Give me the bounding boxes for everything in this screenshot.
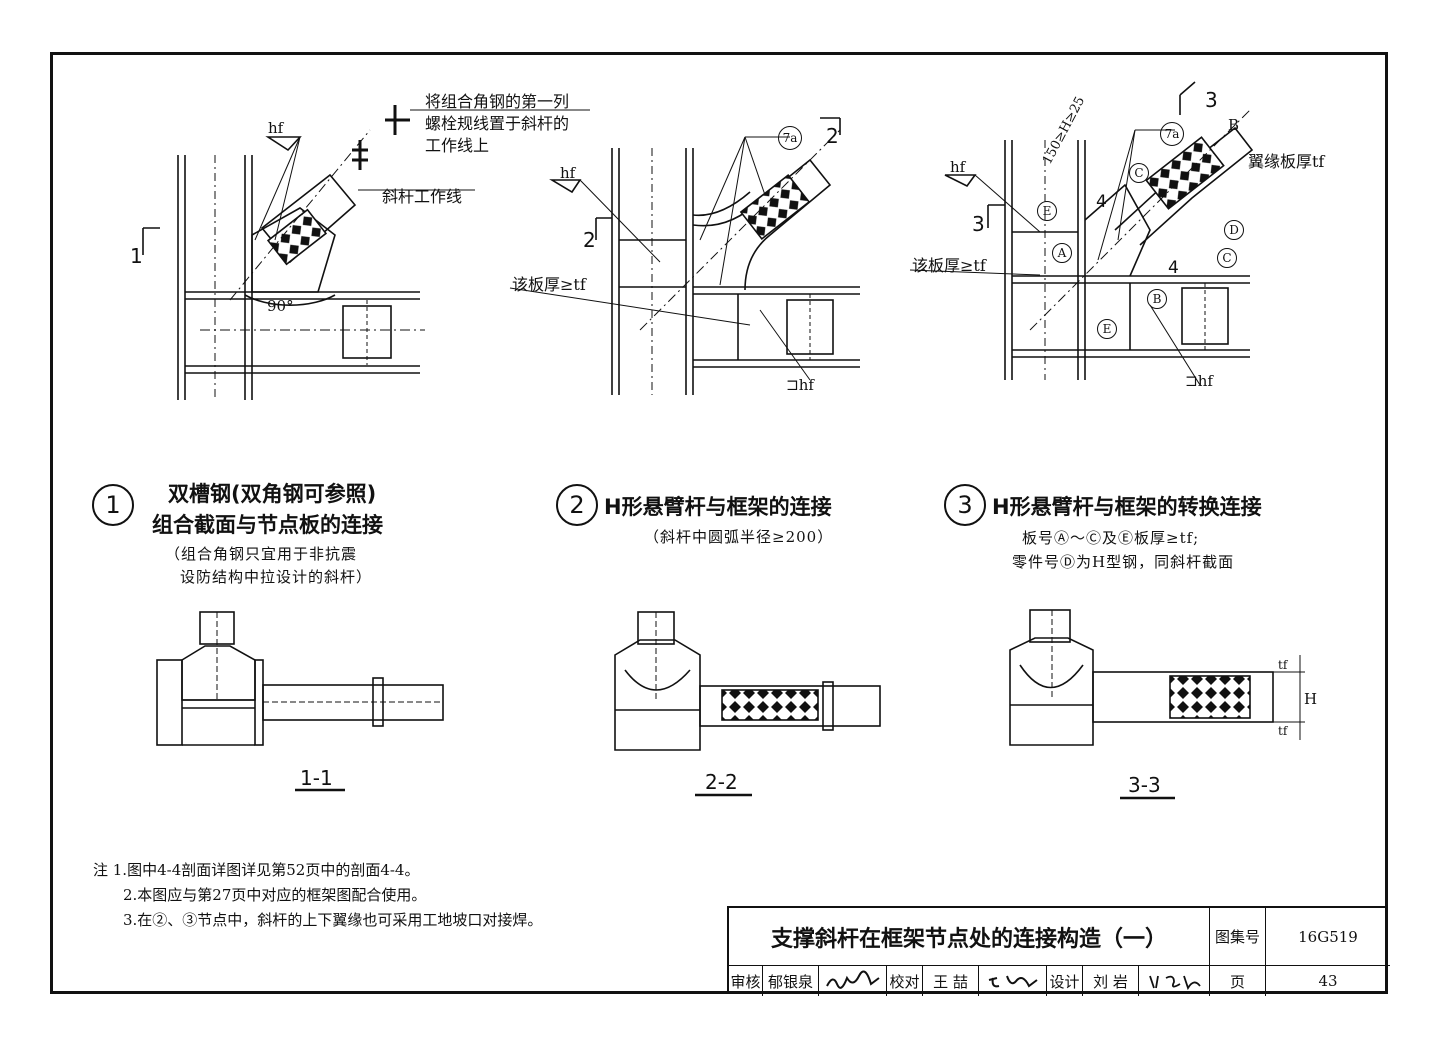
d1-workline-label: 斜杆工作线 bbox=[382, 187, 463, 206]
note-2: 2.本图应与第27页中对应的框架图配合使用。 bbox=[123, 886, 427, 904]
detail-2-title-line1: H形悬臂杆与框架的连接 bbox=[604, 495, 832, 519]
checker-name: 王 喆 bbox=[923, 966, 979, 996]
detail-3-sub-line1: 板号Ⓐ～Ⓒ及Ⓔ板厚≥tf; bbox=[1022, 529, 1200, 547]
detail-2-sub-line1: （斜杆中圆弧半径≥200） bbox=[644, 528, 834, 546]
d3-flange-label: 翼缘板厚tf bbox=[1248, 152, 1325, 171]
d3-hf-bracket: ⊐hf bbox=[1185, 372, 1213, 390]
d3-weld-7a: 7a bbox=[1160, 122, 1184, 146]
section-2-2-label: 2-2 bbox=[705, 770, 738, 794]
detail-1-number: 1 bbox=[92, 484, 134, 526]
design-label: 设计 bbox=[1047, 966, 1083, 996]
reviewer-name: 郁银泉 bbox=[763, 966, 819, 996]
check-label: 校对 bbox=[887, 966, 923, 996]
drawing-title: 支撑斜杆在框架节点处的连接构造（一） bbox=[729, 908, 1210, 966]
section-3-3-drawing bbox=[1009, 609, 1305, 800]
d3-plate-label: 该板厚≥tf bbox=[912, 256, 986, 275]
title-block: 支撑斜杆在框架节点处的连接构造（一） 图集号 16G519 审核 郁银泉 校对 … bbox=[727, 906, 1390, 996]
detail-1-sub-line2: 设防结构中拉设计的斜杆） bbox=[180, 568, 373, 586]
detail-1-title-line1: 双槽钢(双角钢可参照) bbox=[168, 482, 377, 506]
d2-section-left: 2 bbox=[583, 228, 596, 252]
detail-3-number: 3 bbox=[944, 484, 986, 526]
d3-plate-E-top: E bbox=[1037, 201, 1057, 221]
note-1: 注 1.图中4-4剖面详图详见第52页中的剖面4-4。 bbox=[93, 861, 420, 879]
designer-signature bbox=[1139, 966, 1210, 996]
detail-2-number: 2 bbox=[556, 484, 598, 526]
d3-section-4-top: 4 bbox=[1096, 192, 1107, 212]
d2-hf-bracket: ⊐hf bbox=[786, 376, 814, 394]
d2-weld-7a: 7a bbox=[778, 126, 802, 150]
s3-tf-top: tf bbox=[1278, 658, 1288, 672]
drawing-frame bbox=[50, 52, 1388, 994]
note-3: 3.在②、③节点中，斜杆的上下翼缘也可采用工地坡口对接焊。 bbox=[123, 911, 543, 929]
d1-note-line2: 螺栓规线置于斜杆的 bbox=[425, 114, 570, 133]
d1-note-line3: 工作线上 bbox=[425, 136, 490, 155]
section-2-2-drawing bbox=[614, 611, 881, 797]
checker-signature bbox=[979, 966, 1047, 996]
d3-hf-label: hf bbox=[950, 158, 966, 176]
d1-note-line1: 将组合角钢的第一列 bbox=[425, 92, 570, 111]
d3-section-top: 3 bbox=[1205, 88, 1218, 112]
d3-plate-A: A bbox=[1052, 243, 1072, 263]
d3-plate-B: B bbox=[1147, 289, 1167, 309]
detail-1-sub-line1: （组合角钢只宜用于非抗震 bbox=[165, 545, 358, 563]
detail-3-title-line1: H形悬臂杆与框架的转换连接 bbox=[992, 495, 1262, 519]
atlas-number: 16G519 bbox=[1266, 908, 1390, 966]
atlas-label: 图集号 bbox=[1210, 908, 1266, 966]
section-1-1-label: 1-1 bbox=[300, 766, 333, 790]
d3-plate-D: D bbox=[1224, 220, 1244, 240]
d3-plate-C-top: C bbox=[1129, 163, 1149, 183]
designer-name: 刘 岩 bbox=[1083, 966, 1139, 996]
d1-hf-label: hf bbox=[268, 119, 284, 137]
d2-plate-label: 该板厚≥tf bbox=[512, 275, 586, 294]
detail-1-title-line2: 组合截面与节点板的连接 bbox=[152, 513, 383, 537]
d3-plate-C-right: C bbox=[1217, 248, 1237, 268]
section-3-3-label: 3-3 bbox=[1128, 773, 1161, 797]
d2-section-top: 2 bbox=[826, 124, 839, 148]
detail-2-drawing bbox=[509, 117, 860, 395]
s3-H-label: H bbox=[1304, 690, 1318, 708]
d1-section-mark: 1 bbox=[130, 244, 143, 268]
section-1-1-drawing bbox=[156, 611, 444, 792]
d3-section-4-bottom: 4 bbox=[1168, 258, 1179, 278]
detail-3-sub-line2: 零件号Ⓓ为H型钢，同斜杆截面 bbox=[1012, 553, 1235, 571]
d3-section-left: 3 bbox=[972, 212, 985, 236]
d3-B-label: B bbox=[1228, 116, 1240, 134]
s3-tf-bottom: tf bbox=[1278, 724, 1288, 738]
d2-hf-label: hf bbox=[560, 164, 576, 182]
d1-angle-label: 90° bbox=[267, 297, 294, 315]
detail-1-drawing bbox=[142, 105, 590, 400]
page-number: 43 bbox=[1318, 972, 1338, 990]
page-label: 页 bbox=[1210, 966, 1266, 996]
d3-plate-E-bottom: E bbox=[1097, 319, 1117, 339]
detail-3-drawing bbox=[909, 81, 1254, 386]
review-label: 审核 bbox=[729, 966, 763, 996]
reviewer-signature bbox=[819, 966, 887, 996]
